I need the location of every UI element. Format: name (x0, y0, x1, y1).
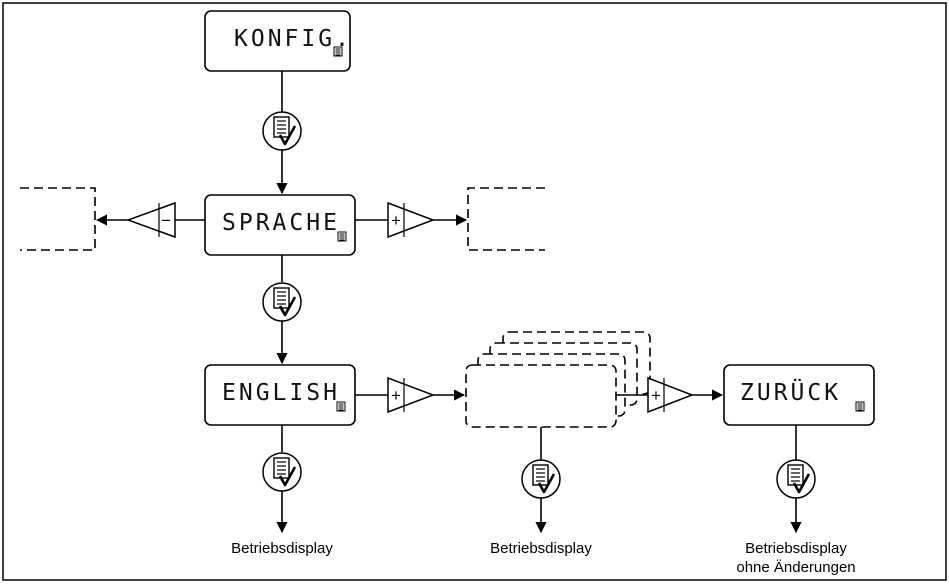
menu-indicator-icon (336, 401, 346, 412)
caption-operating-display-2: Betriebsdisplay (490, 540, 592, 557)
enter-check-button-1[interactable] (261, 110, 303, 152)
display-zurueck-text: ZURÜCK (740, 378, 841, 406)
caption-operating-display-1: Betriebsdisplay (231, 540, 333, 557)
plus-triangle-button[interactable]: + (387, 201, 436, 239)
display-konfig-text: KONFIG. (234, 26, 352, 52)
caption-operating-display-3: Betriebsdisplay (745, 540, 847, 557)
menu-indicator-icon (333, 46, 343, 57)
plus-label: + (391, 386, 401, 405)
display-sprache-text: SPRACHE (222, 210, 340, 236)
display-zurueck: ZURÜCK (723, 364, 875, 426)
display-english: ENGLISH (204, 364, 356, 426)
next-menu-item-placeholder (467, 187, 545, 251)
plus-triangle-button[interactable]: + (387, 376, 436, 414)
previous-menu-item-placeholder (20, 187, 96, 251)
minus-label: − (161, 211, 171, 230)
enter-check-button-5[interactable] (775, 458, 817, 500)
caption-operating-display-3-sub: ohne Änderungen (736, 559, 855, 576)
enter-check-button-3[interactable] (261, 451, 303, 493)
enter-check-button-2[interactable] (261, 281, 303, 323)
plus-label: + (651, 386, 661, 405)
display-sprache: SPRACHE (204, 194, 356, 256)
enter-check-button-4[interactable] (520, 458, 562, 500)
display-konfig: KONFIG. (204, 10, 352, 72)
plus-triangle-button[interactable]: + (647, 376, 695, 414)
menu-indicator-icon (855, 401, 865, 412)
menu-indicator-icon (337, 231, 347, 242)
language-options-stack (465, 331, 651, 428)
minus-triangle-button[interactable]: − (125, 201, 176, 239)
plus-label: + (391, 211, 401, 230)
display-english-text: ENGLISH (222, 380, 340, 406)
